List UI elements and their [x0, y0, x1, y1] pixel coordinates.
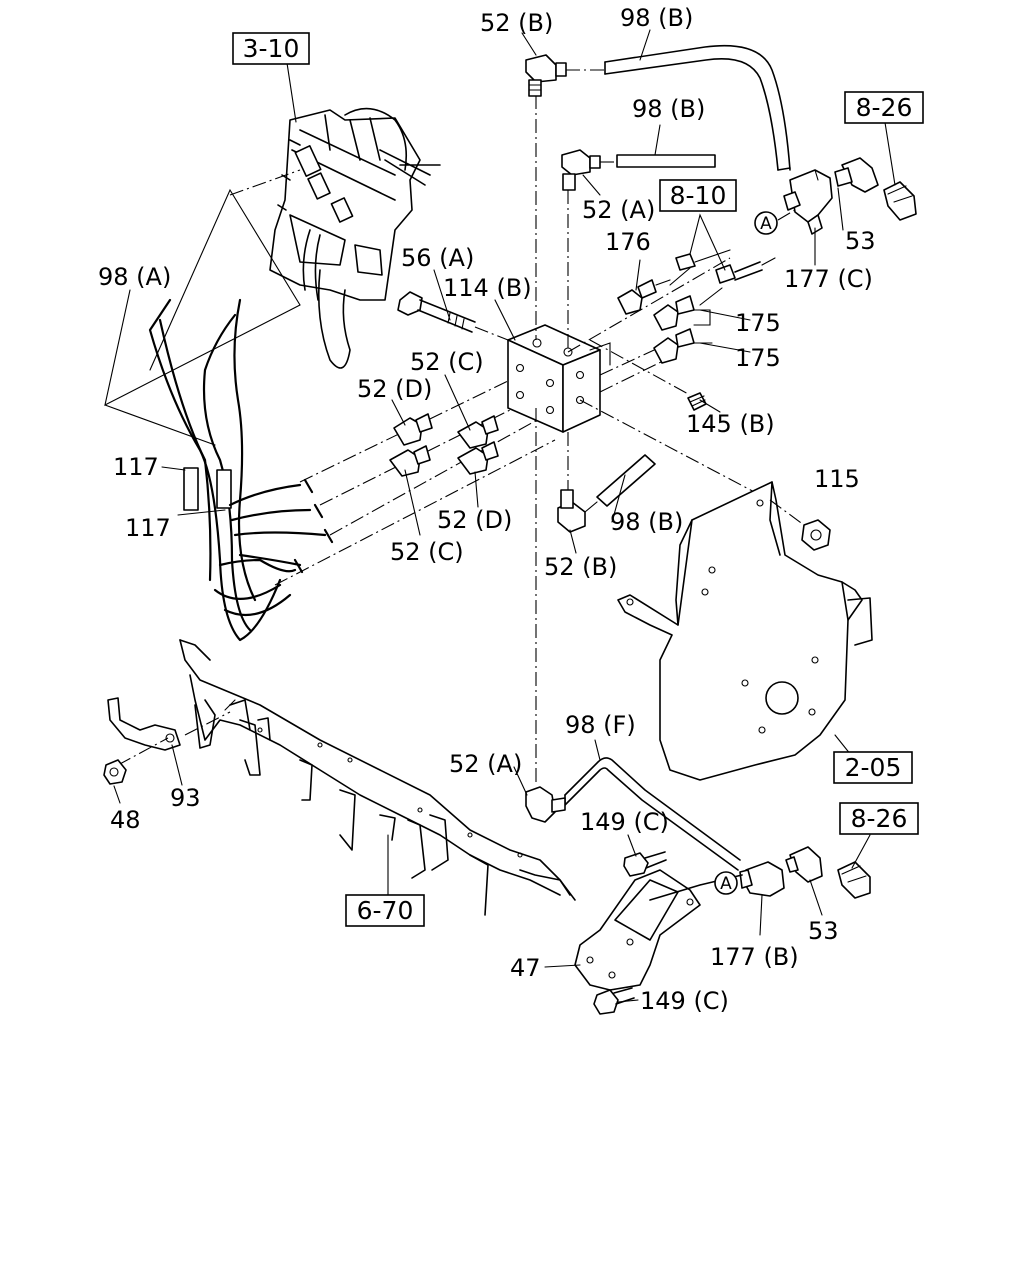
label-98b-mid: 98 (B)	[632, 95, 705, 123]
coupler-low	[837, 861, 871, 899]
label-117-upper: 117	[113, 453, 159, 481]
junction-block	[507, 324, 601, 433]
ref-box-8-26-top: 8-26	[844, 91, 924, 124]
label-56a: 56 (A)	[401, 244, 474, 272]
sensor-175a	[653, 295, 695, 331]
label-48: 48	[110, 806, 141, 834]
label-53-low: 53	[808, 917, 839, 945]
label-47: 47	[510, 954, 541, 982]
label-176: 176	[605, 228, 651, 256]
nut-115	[801, 519, 831, 551]
label-177b: 177 (B)	[710, 943, 799, 971]
elbow-fitting-52b-low	[557, 489, 586, 533]
label-114b: 114 (B)	[443, 274, 532, 302]
elbow-fitting-52a-top	[561, 149, 601, 191]
label-145b: 145 (B)	[686, 410, 775, 438]
label-93: 93	[170, 784, 201, 812]
label-52a-top: 52 (A)	[582, 196, 655, 224]
label-177c: 177 (C)	[784, 265, 873, 293]
svg-text:6-70: 6-70	[357, 896, 414, 925]
svg-text:8-26: 8-26	[856, 93, 913, 122]
ref-box-8-10: 8-10	[659, 179, 737, 212]
marker-a-top: A	[754, 211, 778, 235]
label-52d-upper: 52 (D)	[357, 375, 432, 403]
elbow-fitting-52a-low	[525, 786, 566, 823]
label-53-top: 53	[845, 227, 876, 255]
elbow-fitting-53-top	[834, 157, 879, 193]
svg-text:8-10: 8-10	[670, 181, 727, 210]
coupler-top	[883, 181, 917, 221]
svg-text:2-05: 2-05	[845, 753, 902, 782]
clip-93	[107, 697, 181, 751]
fitting-52c-lower	[389, 445, 431, 477]
ref-box-6-70: 6-70	[345, 894, 425, 927]
label-115: 115	[814, 465, 860, 493]
label-98b-top: 98 (B)	[620, 4, 693, 32]
elbow-fitting-52b-top	[525, 54, 567, 97]
hose-bundle	[148, 298, 334, 642]
label-52b-low: 52 (B)	[544, 553, 617, 581]
label-52a-low: 52 (A)	[449, 750, 522, 778]
bolt-149c-lower	[593, 987, 635, 1015]
fitting-52d-lower	[457, 441, 499, 475]
nut-48	[103, 759, 127, 785]
label-149c-upper: 149 (C)	[580, 808, 669, 836]
label-98f: 98 (F)	[565, 711, 636, 739]
elbow-fitting-53-low	[785, 846, 823, 883]
svg-text:A: A	[760, 214, 772, 234]
label-52c-lower: 52 (C)	[390, 538, 464, 566]
bolt-149c-upper	[623, 851, 667, 877]
sensor-175b	[653, 328, 695, 364]
label-149c-lower: 149 (C)	[640, 987, 729, 1015]
label-52b-top: 52 (B)	[480, 9, 553, 37]
label-52c-upper: 52 (C)	[410, 348, 484, 376]
label-117-lower: 117	[125, 514, 171, 542]
sensor-176	[617, 279, 671, 315]
svg-text:A: A	[720, 874, 732, 894]
label-52d-lower: 52 (D)	[437, 506, 512, 534]
mounting-plate	[617, 481, 873, 781]
label-98a: 98 (A)	[98, 263, 171, 291]
marker-a-low: A	[714, 871, 738, 895]
fitting-52d-upper	[393, 413, 433, 446]
fitting-52c-upper	[457, 415, 499, 449]
svg-text:8-26: 8-26	[851, 804, 908, 833]
ref-box-2-05: 2-05	[833, 751, 913, 784]
svg-text:3-10: 3-10	[243, 34, 300, 63]
cross-member-frame	[179, 639, 576, 916]
label-98b-low: 98 (B)	[610, 508, 683, 536]
label-175-b: 175	[735, 344, 781, 372]
ref-box-8-26-low: 8-26	[839, 802, 919, 835]
tee-fitting-177c	[783, 169, 833, 235]
tee-fitting-177b	[739, 861, 785, 897]
ref-box-3-10: 3-10	[232, 32, 310, 65]
label-175-a: 175	[735, 309, 781, 337]
pedal-valve-assembly	[269, 107, 441, 369]
